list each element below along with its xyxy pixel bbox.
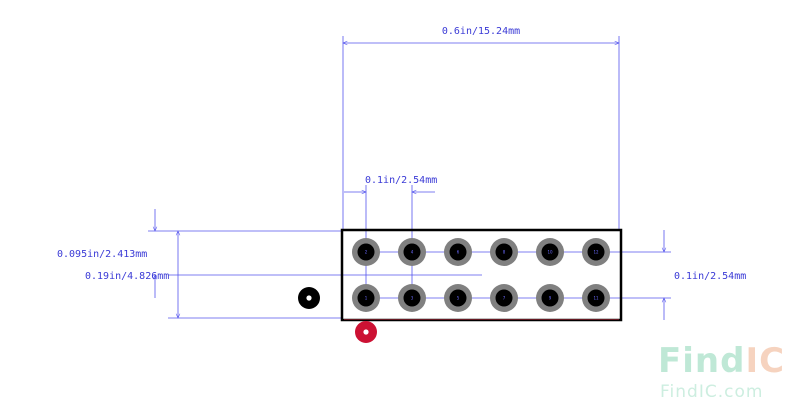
pad-number: 4	[411, 250, 414, 255]
pad-number: 10	[547, 250, 553, 255]
pad-9: 9	[536, 284, 564, 312]
pad-drill	[495, 289, 513, 307]
overall-width-dimension	[343, 36, 619, 230]
pitch-x-label: 0.1in/2.54mm	[365, 175, 437, 186]
pad-number: 11	[593, 296, 599, 301]
pad-10: 10	[536, 238, 564, 266]
row-offset-label: 0.095in/2.413mm	[57, 249, 147, 260]
pad-8: 8	[490, 238, 518, 266]
pad-drill	[449, 243, 467, 261]
pad-number: 3	[411, 296, 414, 301]
pad-number: 6	[457, 250, 460, 255]
pad-number: 9	[549, 296, 552, 301]
pad-7: 7	[490, 284, 518, 312]
pad-5: 5	[444, 284, 472, 312]
pad-6: 6	[444, 238, 472, 266]
component-outline	[340, 228, 623, 322]
pad-1: 1	[352, 284, 380, 312]
pad-drill	[403, 289, 421, 307]
pad-4: 4	[398, 238, 426, 266]
pad-drill	[587, 289, 605, 307]
pad-drill	[357, 289, 375, 307]
origin-dot-center	[306, 295, 312, 301]
overall-width-label: 0.6in/15.24mm	[442, 26, 520, 37]
pad-number: 1	[365, 296, 368, 301]
pad-drill	[541, 243, 559, 261]
pad-12: 12	[582, 238, 610, 266]
origin-marker	[298, 287, 320, 309]
total-height-label: 0.19in/4.826mm	[85, 271, 169, 282]
pad-2: 2	[352, 238, 380, 266]
pad-drill	[449, 289, 467, 307]
pad-11: 11	[582, 284, 610, 312]
pad-number: 2	[365, 250, 368, 255]
pin1-marker-center	[363, 329, 369, 335]
pad-number: 5	[457, 296, 460, 301]
watermark-url: FindIC.com	[660, 382, 763, 402]
pad-drill	[541, 289, 559, 307]
pad-number: 7	[503, 296, 506, 301]
pad-drill	[403, 243, 421, 261]
pin1-marker	[355, 321, 377, 343]
watermark-brand: FindIC	[658, 341, 785, 381]
pitch-y-label: 0.1in/2.54mm	[674, 271, 746, 282]
left-vertical-dimensions	[148, 209, 482, 318]
pad-number: 8	[503, 250, 506, 255]
pad-array: 2 4 6 8 10 12 1 3 5 7 9 11	[352, 238, 610, 312]
pad-drill	[357, 243, 375, 261]
pad-drill	[495, 243, 513, 261]
watermark: FindIC FindIC.com	[658, 341, 785, 402]
pad-number: 12	[593, 250, 599, 255]
pad-drill	[587, 243, 605, 261]
pad-3: 3	[398, 284, 426, 312]
